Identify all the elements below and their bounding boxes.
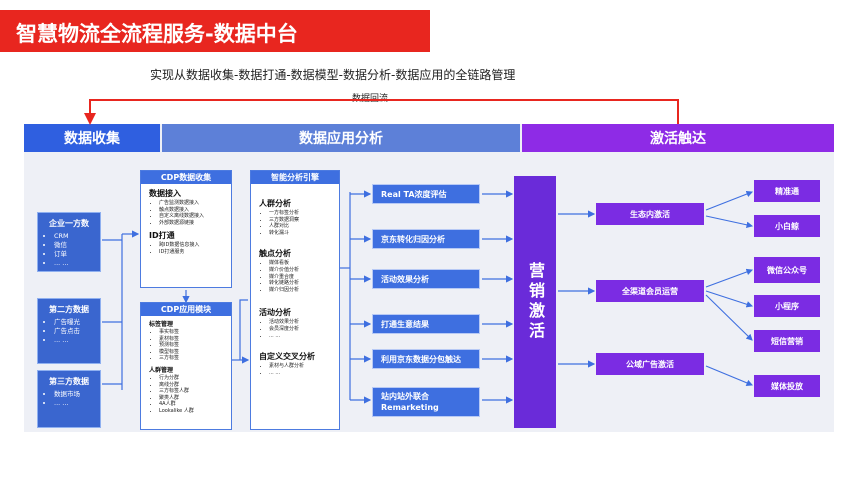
section-item: 一方标签分析: [269, 210, 339, 217]
section-item: 转化链路分析: [269, 280, 339, 287]
section-item: 行为分群: [159, 375, 231, 382]
section-title: 人群管理: [149, 366, 174, 374]
marketing-activation: 营销激活: [514, 176, 556, 428]
analysis-item: 站内站外联合Remarketing: [372, 387, 480, 417]
cdp-app-title: CDP应用模块: [141, 303, 231, 316]
section-item: ... ...: [269, 370, 339, 377]
source-second-party: 第二方数据 广告曝光 广告点击 ... ...: [37, 298, 101, 364]
target-box: 小程序: [754, 295, 820, 317]
section-item: 聚类人群: [159, 395, 231, 402]
target-box: 精准通: [754, 180, 820, 202]
source-title: 第三方数据: [49, 377, 89, 386]
section-item: 广告监测数据接入: [159, 200, 231, 207]
section-item: 事实标签: [159, 329, 231, 336]
analysis-item: 利用京东数据分包触达: [372, 349, 480, 369]
section-item: 三方标签人群: [159, 388, 231, 395]
section-item: 媒介价值分析: [269, 267, 339, 274]
section-item: 人群对比: [269, 223, 339, 230]
analysis-item: 打通生意结果: [372, 314, 480, 334]
cdp-collect-title: CDP数据收集: [141, 171, 231, 184]
source-item: ... ...: [54, 336, 96, 345]
section-title: 自定义交叉分析: [259, 352, 315, 362]
source-title: 企业一方数: [49, 219, 89, 228]
source-item: 订单: [54, 250, 96, 259]
section-item: 媒体看板: [269, 260, 339, 267]
section-item: 媒介归因分析: [269, 287, 339, 294]
source-first-party: 企业一方数 CRM 微信 订单 ... ...: [37, 212, 101, 272]
source-third-party: 第三方数据 数据市场 ... ...: [37, 370, 101, 428]
analysis-item: Real TA浓度评估: [372, 184, 480, 204]
target-box: 媒体投放: [754, 375, 820, 397]
section-item: 三方标签: [159, 355, 231, 362]
section-title: 活动分析: [259, 308, 291, 318]
source-item: 微信: [54, 241, 96, 250]
target-box: 微信公众号: [754, 257, 820, 283]
section-item: ... ...: [269, 333, 339, 340]
section-item: 外部数据源链接: [159, 220, 231, 227]
section-item: 媒介重合度: [269, 274, 339, 281]
title-banner: 智慧物流全流程服务-数据中台: [0, 10, 430, 52]
cdp-collect-box: CDP数据收集 数据接入 广告监测数据接入 触点数据接入 自定义离线数据接入 外…: [140, 170, 232, 288]
section-item: 素材与人群分析: [269, 363, 339, 370]
section-item: 预测标签: [159, 342, 231, 349]
header-activate: 激活触达: [522, 124, 834, 152]
section-item: 三方数据洞察: [269, 217, 339, 224]
target-box: 小白鲸: [754, 215, 820, 237]
section-item: 活动效果分析: [269, 319, 339, 326]
section-title: 触点分析: [259, 249, 291, 259]
section-item: ID打通服务: [159, 249, 231, 256]
analysis-item: 活动效果分析: [372, 269, 480, 289]
channel-box: 生态内激活: [596, 203, 704, 225]
page-subtitle: 实现从数据收集-数据打通-数据模型-数据分析-数据应用的全链路管理: [150, 68, 516, 82]
cdp-app-box: CDP应用模块 标签管理 事实标签 素材标签 预测标签 模型标签 三方标签 人群…: [140, 302, 232, 430]
source-title: 第二方数据: [49, 305, 89, 314]
section-item: 会员深度分析: [269, 326, 339, 333]
channel-box: 公域广告激活: [596, 353, 704, 375]
engine-title: 智能分析引擎: [251, 171, 339, 184]
section-item: 转化漏斗: [269, 230, 339, 237]
section-item: 离线分群: [159, 382, 231, 389]
source-item: 数据市场: [54, 390, 96, 399]
section-item: Lookalike 人群: [159, 408, 231, 415]
section-title: 人群分析: [259, 199, 291, 208]
section-title: 标签管理: [149, 321, 174, 328]
analysis-item: 京东转化归因分析: [372, 229, 480, 249]
source-item: 广告点击: [54, 327, 96, 336]
channel-box: 全渠道会员运营: [596, 280, 704, 302]
source-item: CRM: [54, 232, 96, 241]
section-item: 4A人群: [159, 401, 231, 408]
section-title: ID打通: [149, 231, 175, 241]
source-item: ... ...: [54, 259, 96, 268]
section-item: 触点数据接入: [159, 207, 231, 214]
section-item: 素材标签: [159, 336, 231, 343]
section-item: 自定义离线数据接入: [159, 213, 231, 220]
header-analysis: 数据应用分析: [162, 124, 520, 152]
section-item: 模型标签: [159, 349, 231, 356]
section-title: 数据接入: [149, 189, 181, 198]
source-item: 广告曝光: [54, 318, 96, 327]
analysis-engine-box: 智能分析引擎 人群分析 一方标签分析 三方数据洞察 人群对比 转化漏斗 触点分析…: [250, 170, 340, 430]
source-item: ... ...: [54, 399, 96, 408]
page-title: 智慧物流全流程服务-数据中台: [16, 22, 298, 46]
target-box: 短信营销: [754, 330, 820, 352]
section-item: 跨ID数据信息接入: [159, 242, 231, 249]
header-collect: 数据收集: [24, 124, 160, 152]
